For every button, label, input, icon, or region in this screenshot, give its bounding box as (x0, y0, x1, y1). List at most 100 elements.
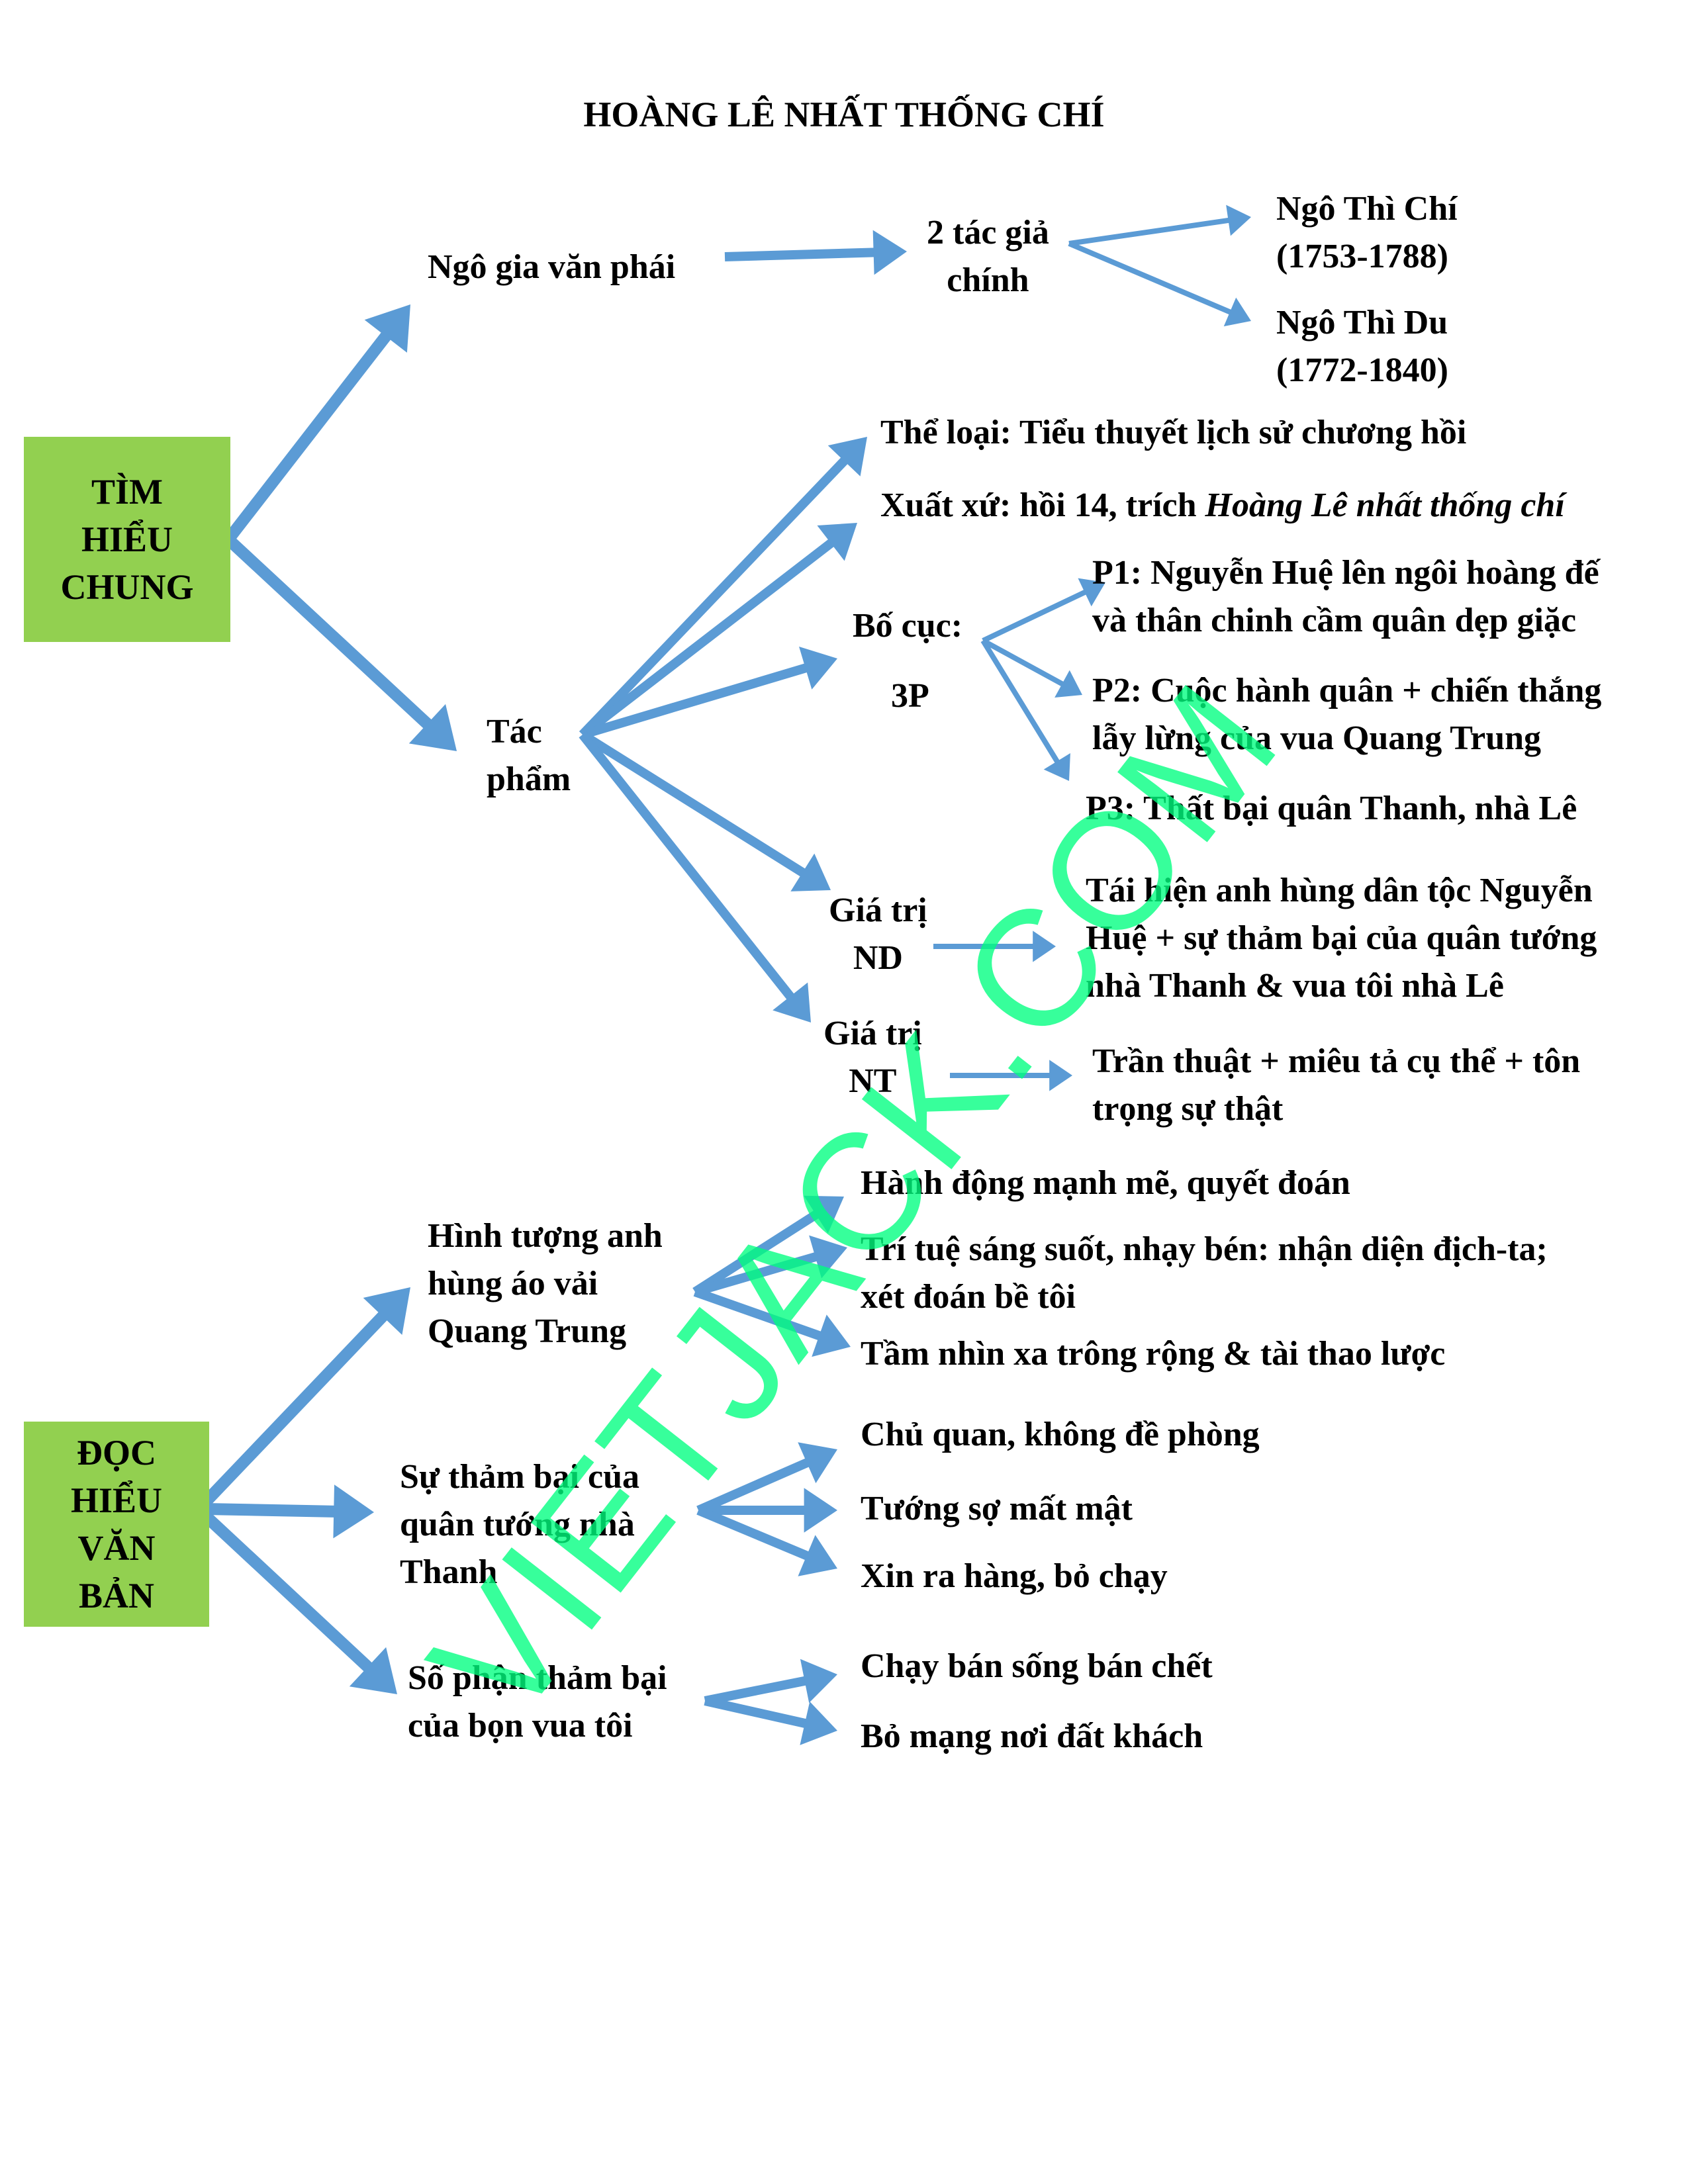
arrow-to-sp-2-head (800, 1701, 837, 1745)
arrow-ngo-gia-to-tac-gia (724, 230, 907, 275)
arrow-to-part-1-shaft (982, 589, 1088, 643)
hinh-tuong-item-1: Hành động mạnh mẽ, quyết đoán (861, 1164, 1350, 1202)
author-ngo-thi-chi: Ngô Thì Chí (1753-1788) (1276, 190, 1458, 275)
arrow-to-ht-2 (694, 1235, 847, 1297)
arrow-to-tb-1 (696, 1442, 837, 1515)
arrow-to-so-phan-head (349, 1647, 397, 1694)
arrow-nd-to-text (933, 931, 1056, 962)
part-1: P1: Nguyễn Huệ lên ngôi hoàng đế và thân… (1092, 554, 1599, 639)
arrow-to-xuat-xu-head (817, 523, 857, 561)
arrow-to-tb-1-shaft (696, 1458, 810, 1515)
arrow-to-bo-cuc (581, 647, 837, 739)
xuat-xu: Xuất xứ: hồi 14, trích Hoàng Lê nhất thố… (880, 482, 1565, 529)
arrow-to-author-2-head (1223, 297, 1251, 327)
nghe-thuat-text: Trần thuật + miêu tả cụ thể + tôn trọng … (1092, 1042, 1581, 1128)
arrow-to-tb-3-shaft (696, 1506, 810, 1561)
arrow-to-author-1-head (1226, 205, 1251, 236)
tham-bai-item-2: Tướng sợ mất mật (861, 1490, 1133, 1527)
arrow-to-tac-pham-shaft (224, 535, 433, 729)
arrow-to-gia-tri-nt-head (773, 982, 811, 1023)
arrow-to-hinh-tuong-shaft (201, 1311, 388, 1507)
arrow-to-part-3-shaft (980, 639, 1060, 764)
arrow-to-hinh-tuong (201, 1287, 410, 1507)
doc-hieu-van-ban-box: ĐỌC HIỂU VĂN BẢN (24, 1422, 209, 1627)
arrow-to-part-2 (982, 638, 1082, 698)
arrow-to-tac-pham-head (408, 704, 457, 751)
arrow-to-bo-cuc-shaft (581, 663, 808, 739)
arrow-to-tb-1-head (798, 1442, 837, 1484)
so-phan-item-1: Chạy bán sống bán chết (861, 1647, 1213, 1685)
arrow-nt-to-text (950, 1060, 1072, 1091)
arrow-to-ht-1-shaft (692, 1210, 820, 1296)
arrow-to-tb-2 (698, 1488, 837, 1533)
arrow-to-ngo-gia-shaft (223, 331, 392, 543)
xuat-xu-prefix: Xuất xứ: hồi 14, trích (880, 486, 1205, 524)
hinh-tuong-item-2: Trí tuệ sáng suốt, nhạy bén: nhận diện đ… (861, 1230, 1548, 1316)
arrow-ngo-gia-to-tac-gia-shaft (724, 248, 875, 261)
doc-hieu-van-ban-label: ĐỌC HIỂU VĂN BẢN (70, 1433, 163, 1615)
arrow-to-part-1 (982, 578, 1105, 643)
arrow-to-tb-3-head (798, 1535, 837, 1576)
xuat-xu-work-title: Hoàng Lê nhất thống chí (1205, 486, 1565, 524)
arrow-to-part-2-head (1055, 670, 1082, 698)
gia-tri-noi-dung: Giá trị ND (829, 891, 927, 977)
arrow-to-hinh-tuong-head (363, 1287, 410, 1336)
arrow-to-xuat-xu-shaft (579, 539, 835, 739)
arrow-to-su-tham-bai-head (333, 1484, 374, 1539)
arrow-to-gia-tri-nt (579, 731, 811, 1023)
tim-hieu-chung-label: TÌM HIỂU CHUNG (60, 472, 194, 607)
arrow-to-gia-tri-nt-shaft (579, 731, 795, 1001)
arrow-nt-to-text-head (1049, 1060, 1072, 1091)
arrow-to-ngo-gia-head (364, 304, 410, 353)
arrow-to-so-phan-shaft (201, 1511, 373, 1672)
hai-tac-gia-chinh: 2 tác giả chính (927, 214, 1049, 299)
arrow-to-so-phan (201, 1511, 397, 1694)
arrow-to-the-loai-head (827, 437, 867, 477)
arrow-to-author-2 (1068, 241, 1251, 327)
arrow-to-ht-1 (692, 1195, 844, 1296)
tham-bai-item-3: Xin ra hàng, bỏ chạy (861, 1557, 1168, 1595)
arrow-to-ngo-gia (223, 304, 410, 543)
arrow-to-sp-1-head (800, 1659, 837, 1704)
arrow-to-author-1 (1068, 205, 1251, 246)
arrow-to-part-3 (980, 639, 1070, 781)
arrow-nd-to-text-head (1033, 931, 1056, 962)
hinh-tuong-item-3: Tầm nhìn xa trông rộng & tài thao lược (861, 1335, 1446, 1373)
arrow-to-author-1-shaft (1068, 217, 1231, 246)
gia-tri-nghe-thuat: Giá trị NT (823, 1015, 922, 1100)
arrow-to-gia-tri-nd (580, 731, 831, 891)
arrow-to-gia-tri-nd-shaft (580, 731, 806, 878)
the-loai: Thể loại: Tiểu thuyết lịch sử chương hồi (880, 414, 1467, 451)
part-3: P3: Thất bại quân Thanh, nhà Lê (1086, 790, 1577, 827)
bo-cuc-3p: 3P (891, 677, 929, 715)
arrow-to-ht-3 (693, 1287, 851, 1357)
tac-pham: Tác phẩm (487, 713, 571, 798)
hinh-tuong-quang-trung: Hình tượng anh hùng áo vải Quang Trung (428, 1217, 663, 1350)
part-2: P2: Cuộc hành quân + chiến thắng lẫy lừn… (1092, 672, 1602, 757)
arrow-to-sp-1-shaft (704, 1676, 807, 1706)
page-title: HOÀNG LÊ NHẤT THỐNG CHÍ (583, 95, 1105, 134)
arrow-to-ht-2-shaft (694, 1251, 818, 1297)
arrow-to-ht-2-head (809, 1235, 847, 1279)
tim-hieu-chung-box: TÌM HIỂU CHUNG (24, 437, 230, 642)
arrow-to-author-2-shaft (1068, 241, 1233, 315)
tham-bai-item-1: Chủ quan, không đề phòng (861, 1416, 1260, 1453)
so-phan-vua-toi: Số phận thảm bại của bọn vua tôi (408, 1659, 667, 1745)
arrow-ngo-gia-to-tac-gia-head (872, 230, 907, 275)
arrow-to-the-loai-shaft (579, 457, 849, 738)
arrow-to-tb-3 (696, 1506, 837, 1576)
su-tham-bai-quan-thanh: Sự thảm bại của quân tướng nhà Thanh (400, 1458, 640, 1591)
arrow-to-part-1-head (1078, 578, 1105, 607)
so-phan-item-2: Bỏ mạng nơi đất khách (861, 1717, 1203, 1755)
arrow-to-gia-tri-nd-head (790, 853, 831, 891)
arrow-to-part-3-head (1043, 752, 1070, 781)
arrow-to-su-tham-bai (205, 1484, 374, 1539)
arrow-to-bo-cuc-head (799, 647, 837, 690)
arrow-to-tb-2-head (804, 1488, 837, 1533)
arrow-to-the-loai (579, 437, 867, 738)
arrow-to-sp-2-shaft (704, 1696, 808, 1729)
bo-cuc: Bố cục: (853, 607, 963, 645)
author-ngo-thi-du: Ngô Thì Du (1772-1840) (1276, 304, 1448, 389)
arrow-to-tac-pham (224, 535, 457, 751)
